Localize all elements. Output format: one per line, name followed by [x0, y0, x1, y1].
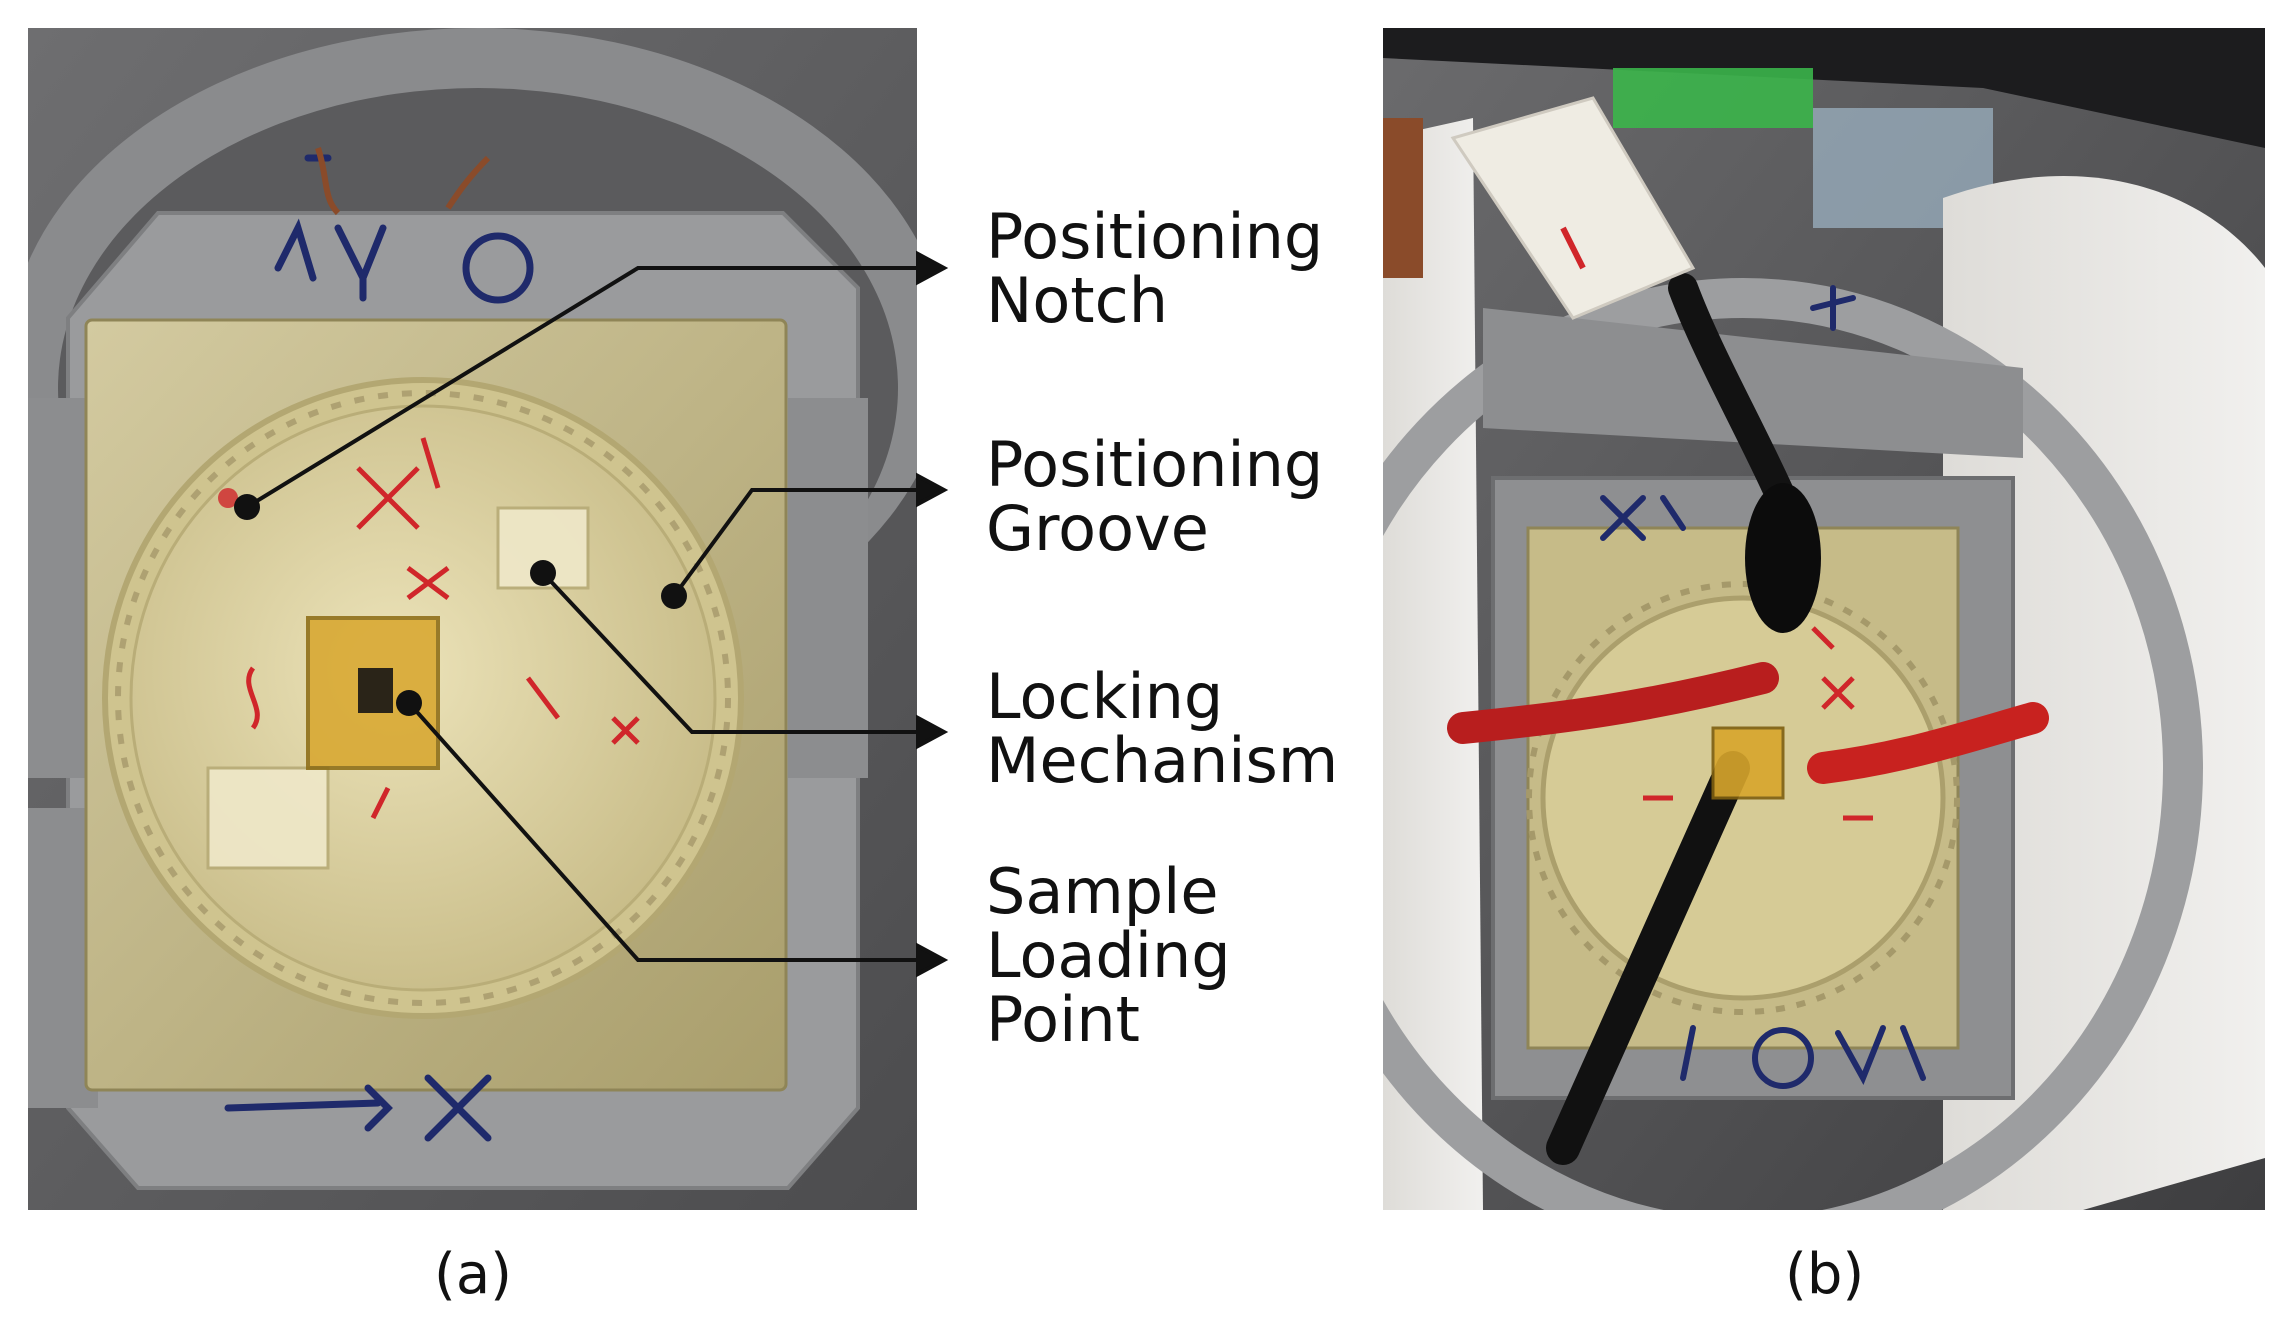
- label-positioning-notch-line1: Positioning: [986, 200, 1324, 273]
- label-locking-mechanism-line1: Locking: [986, 660, 1224, 733]
- arrowhead-locking-mechanism: [916, 714, 949, 750]
- arrowhead-positioning-notch: [916, 250, 949, 286]
- label-positioning-groove: Positioning Groove: [986, 433, 1323, 561]
- photo-a-illustration: [28, 28, 917, 1210]
- photo-b: [1383, 28, 2265, 1210]
- label-positioning-groove-line1: Positioning: [986, 428, 1324, 501]
- photo-a: [28, 28, 917, 1210]
- label-locking-mechanism-line2: Mechanism: [986, 724, 1339, 797]
- label-sample-loading-point-line2: Loading: [986, 919, 1231, 992]
- label-sample-loading-point-line3: Point: [986, 983, 1140, 1056]
- photo-b-illustration: [1383, 28, 2265, 1210]
- label-positioning-notch-line2: Notch: [986, 264, 1169, 337]
- arrowhead-sample-loading-point: [916, 942, 949, 978]
- label-sample-loading-point-line1: Sample: [986, 855, 1219, 928]
- label-locking-mechanism: Locking Mechanism: [986, 665, 1338, 793]
- caption-b: (b): [1785, 1242, 1865, 1307]
- arrowhead-positioning-groove: [916, 472, 949, 508]
- label-positioning-notch: Positioning Notch: [986, 205, 1323, 333]
- label-sample-loading-point: Sample Loading Point: [986, 860, 1231, 1052]
- caption-a: (a): [434, 1242, 513, 1307]
- label-positioning-groove-line2: Groove: [986, 492, 1209, 565]
